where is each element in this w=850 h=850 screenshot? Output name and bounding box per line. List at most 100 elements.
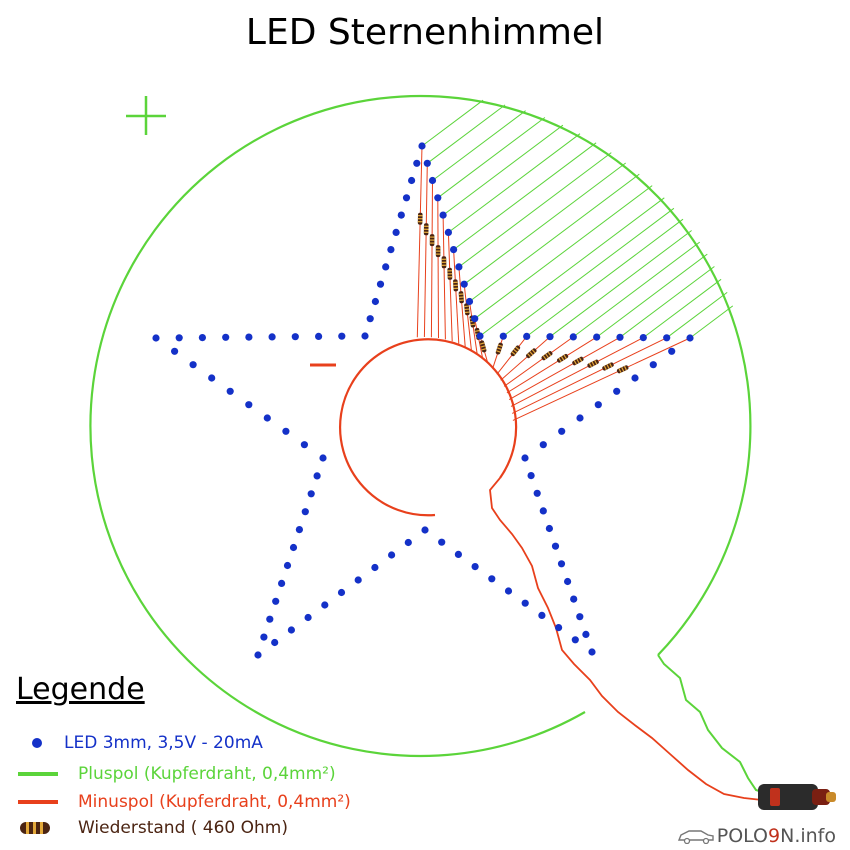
- minus-line: [503, 336, 574, 387]
- led: [387, 246, 395, 254]
- led: [382, 263, 390, 271]
- led: [450, 246, 458, 254]
- led: [649, 361, 657, 369]
- resistor-icon: [616, 365, 629, 374]
- resistor-icon: [18, 817, 58, 839]
- led: [545, 524, 554, 533]
- led: [465, 297, 474, 306]
- brand-digit: 9: [768, 825, 781, 847]
- led: [539, 507, 547, 515]
- led: [408, 176, 416, 185]
- led: [558, 427, 566, 435]
- legend-label-minus: Minuspol (Kupferdraht, 0,4mm²): [78, 792, 351, 812]
- minus-line: [508, 336, 621, 401]
- led: [208, 374, 216, 382]
- plus-hatch-line: [421, 99, 484, 147]
- led: [337, 588, 346, 597]
- resistor-icon: [458, 291, 464, 304]
- legend-label-led: LED 3mm, 3,5V - 20mA: [64, 733, 263, 753]
- plus-hatch-line: [432, 110, 526, 181]
- led: [266, 615, 274, 623]
- led: [245, 333, 253, 341]
- led: [272, 597, 280, 605]
- led: [523, 332, 531, 340]
- led: [388, 551, 396, 559]
- plus-hatch-line: [503, 207, 675, 337]
- legend-heading: Legende: [16, 672, 145, 707]
- led: [555, 624, 563, 632]
- led: [564, 577, 572, 586]
- resistor-group: [417, 212, 629, 374]
- led: [189, 361, 197, 369]
- plus-hatch-line: [474, 185, 653, 320]
- led: [366, 315, 374, 323]
- led: [571, 636, 579, 644]
- plus-wire-cable: [657, 654, 769, 795]
- led: [476, 332, 484, 340]
- legend-item-led: LED 3mm, 3,5V - 20mA: [18, 732, 263, 754]
- led: [371, 297, 379, 306]
- page-title: LED Sternenhimmel: [245, 12, 605, 53]
- minus-line: [511, 337, 667, 414]
- minus-wire-arc: [339, 338, 518, 517]
- led: [397, 211, 405, 219]
- minus-wire-swatch: [18, 791, 58, 813]
- led: [546, 333, 554, 341]
- resistor-icon: [435, 245, 441, 258]
- led: [198, 334, 206, 342]
- led: [268, 333, 276, 341]
- led: [521, 599, 529, 607]
- plus-hatch-line: [469, 173, 640, 302]
- led: [423, 159, 431, 167]
- minus-line: [512, 337, 691, 421]
- plus-hatch-line: [453, 142, 597, 251]
- plus-hatch-line: [549, 230, 692, 338]
- led: [488, 575, 496, 583]
- minus-wire-cable: [489, 477, 763, 801]
- led-group: [152, 142, 694, 659]
- led: [686, 334, 694, 342]
- led: [321, 601, 329, 609]
- minus-line: [510, 337, 644, 407]
- led: [588, 648, 596, 656]
- resistor-icon: [572, 356, 584, 366]
- plus-wire-swatch: [18, 763, 58, 785]
- led: [175, 334, 183, 342]
- led: [639, 334, 647, 342]
- resistor-icon: [479, 340, 487, 353]
- led: [402, 194, 411, 202]
- resistor-icon: [441, 256, 447, 269]
- car-icon: [677, 830, 714, 844]
- led-dot-icon: [18, 732, 58, 754]
- legend-item-minus: Minuspol (Kupferdraht, 0,4mm²): [18, 791, 351, 813]
- plus-hatch-line: [442, 124, 564, 216]
- led: [307, 490, 315, 498]
- led: [455, 263, 463, 271]
- led: [354, 576, 362, 584]
- led: [569, 333, 577, 341]
- brand-suffix: N.info: [780, 825, 836, 847]
- plus-hatch-line: [463, 162, 627, 285]
- plus-hatch-line: [643, 278, 722, 339]
- led: [319, 454, 327, 462]
- led: [271, 638, 279, 647]
- resistor-icon: [526, 348, 537, 359]
- led: [338, 332, 346, 340]
- led: [613, 387, 621, 395]
- led: [300, 441, 308, 449]
- led: [444, 228, 452, 236]
- led: [616, 333, 624, 341]
- led: [539, 441, 547, 449]
- minus-line: [463, 284, 472, 351]
- minus-line: [416, 145, 423, 338]
- led: [263, 414, 271, 422]
- legend-label-plus: Pluspol (Kupferdraht, 0,4mm²): [78, 764, 336, 784]
- minus-line: [453, 249, 460, 344]
- led: [376, 280, 385, 288]
- led: [301, 508, 309, 516]
- minus-line: [458, 266, 466, 347]
- resistor-icon: [417, 212, 423, 225]
- led: [551, 542, 560, 550]
- led: [504, 587, 513, 595]
